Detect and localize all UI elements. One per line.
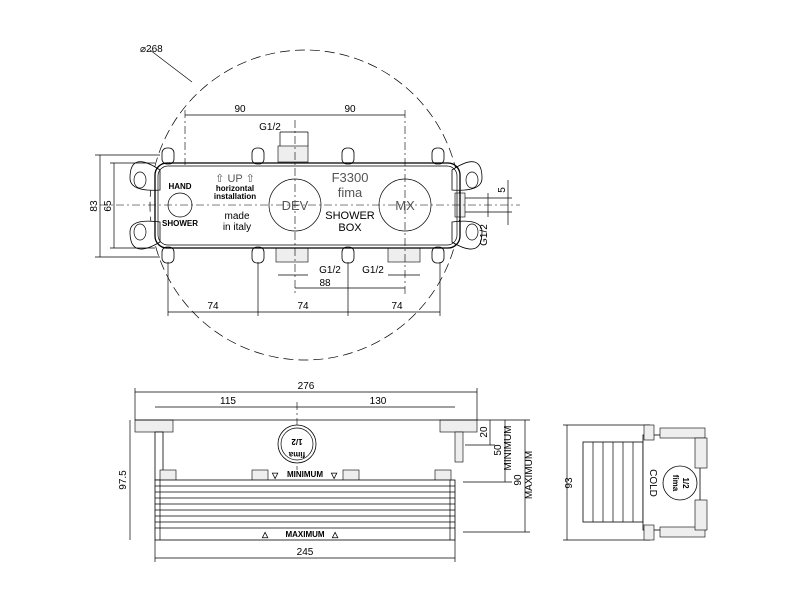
dim-88: 88 — [319, 278, 331, 289]
dim-90-right: 90 — [344, 104, 356, 115]
box-body-ribbed — [154, 479, 456, 541]
bottom-left-connector — [275, 247, 309, 263]
front-plug — [277, 424, 317, 464]
model-label: F3300 — [332, 170, 369, 185]
minimum-mark: MINIMUM — [287, 470, 323, 479]
shower-label: SHOWER — [162, 219, 198, 228]
g-bottom-left-label: G1/2 — [319, 265, 341, 276]
mx-label: MX — [395, 198, 415, 213]
front-plug-brand: fima — [288, 450, 305, 459]
front-view: 276 115 130 1/2 fima M — [118, 381, 535, 562]
shower-box-label-1: SHOWER — [325, 210, 375, 222]
front-plug-size: 1/2 — [291, 437, 303, 446]
minimum-side-label: MINIMUM — [503, 426, 514, 471]
dim-276: 276 — [298, 381, 315, 392]
maximum-triangle-right: △ — [331, 530, 339, 539]
top-connector — [277, 145, 309, 163]
dim-115: 115 — [220, 396, 236, 407]
diameter-label: ⌀268 — [140, 44, 163, 55]
dim-20: 20 — [479, 426, 490, 438]
left-flange — [134, 419, 174, 433]
shower-box-body — [154, 162, 461, 249]
horizontal-label: horizontal — [216, 184, 254, 193]
dim-130: 130 — [370, 396, 387, 407]
diameter-leader — [149, 49, 193, 83]
maximum-triangle-left: △ — [261, 530, 269, 539]
g-top-label: G1/2 — [259, 122, 281, 133]
maximum-side-label: MAXIMUM — [524, 451, 535, 499]
side-plug-size: 1/2 — [681, 477, 690, 489]
dim-74-a: 74 — [207, 301, 219, 312]
side-plug-brand: fima — [671, 475, 680, 492]
dim-97-5: 97.5 — [118, 470, 129, 490]
g-right-label: G1/2 — [479, 224, 490, 246]
dim-5: 5 — [497, 187, 508, 193]
bottom-right-connector — [387, 247, 421, 263]
top-view: ⌀268 — [89, 44, 520, 361]
dim-83: 83 — [89, 200, 100, 212]
g-bottom-right-label: G1/2 — [362, 265, 384, 276]
hand-label: HAND — [168, 182, 191, 191]
dim-93: 93 — [564, 477, 575, 489]
dim-65: 65 — [103, 200, 114, 212]
side-view: 93 COLD fima 1/2 — [563, 424, 708, 541]
dim-74-c: 74 — [391, 301, 403, 312]
mixer-circle — [378, 178, 432, 232]
installation-label: installation — [214, 192, 256, 201]
dim-90-left: 90 — [234, 104, 246, 115]
right-flange — [439, 419, 478, 433]
dim-74-b: 74 — [297, 301, 309, 312]
cold-label: COLD — [647, 469, 658, 497]
hand-shower-outlet — [167, 192, 193, 218]
maximum-mark: MAXIMUM — [285, 530, 324, 539]
mounting-ears — [129, 147, 483, 264]
diverter-circle — [268, 178, 322, 232]
minimum-triangle-left: ▽ — [271, 471, 279, 480]
dim-245: 245 — [297, 547, 314, 558]
dev-label: DEV — [282, 198, 309, 213]
shower-box-label-2: BOX — [338, 222, 362, 234]
made-label: made — [224, 211, 249, 222]
up-label: ⇧ UP ⇧ — [215, 173, 255, 185]
minimum-triangle-right: ▽ — [330, 471, 338, 480]
dim-90: 90 — [513, 474, 524, 486]
in-italy-label: in italy — [223, 222, 251, 233]
top-dimensions: 90 90 G1/2 83 65 5 G1/2 G1/2 G1/2 — [89, 104, 512, 316]
brand-label: fima — [338, 185, 363, 200]
side-plug — [662, 465, 698, 501]
dim-50: 50 — [493, 444, 504, 456]
